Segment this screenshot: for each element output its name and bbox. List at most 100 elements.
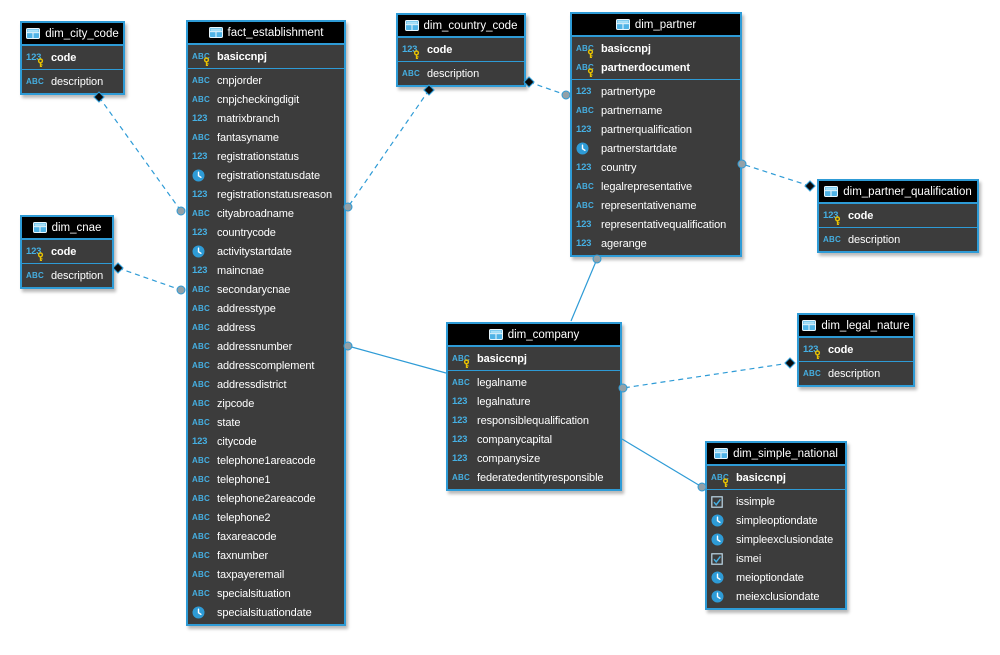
relationship-line-dim_partner-dim_country_code[interactable]: [528, 81, 567, 96]
table-header[interactable]: dim_legal_nature: [799, 315, 913, 338]
relationship-line-dim_partner-dim_partner_qualification[interactable]: [741, 163, 811, 187]
boolean-type-icon: [711, 494, 732, 509]
table-header[interactable]: dim_city_code: [22, 23, 123, 46]
field-row-meiexclusiondate[interactable]: meiexclusiondate: [707, 587, 845, 606]
field-row-simpleexclusiondate[interactable]: simpleexclusiondate: [707, 530, 845, 549]
field-row-ismei[interactable]: ismei: [707, 549, 845, 568]
field-row-registrationstatusdate[interactable]: registrationstatusdate: [188, 166, 344, 185]
numeric-type-icon: 123: [26, 244, 47, 261]
relationship-line-fact_establishment-dim_city_code[interactable]: [98, 96, 182, 212]
relationship-line-dim_company-dim_legal_nature[interactable]: [622, 362, 791, 389]
relationship-line-dim_simple_national-dim_company[interactable]: [621, 438, 703, 488]
relationship-line-fact_establishment-dim_cnae[interactable]: [117, 267, 182, 291]
relationship-line-dim_partner-dim_company[interactable]: [570, 258, 598, 322]
relationship-line-fact_establishment-dim_country_code[interactable]: [347, 89, 430, 208]
date-type-icon: [192, 244, 213, 259]
field-row-specialsituationdate[interactable]: specialsituationdate: [188, 603, 344, 622]
date-type-icon: [192, 168, 213, 183]
table-header[interactable]: dim_country_code: [398, 15, 524, 38]
table-header[interactable]: dim_partner: [572, 14, 740, 37]
relationship-line-fact_establishment-dim_company[interactable]: [347, 345, 447, 374]
field-row-meioptiondate[interactable]: meioptiondate: [707, 568, 845, 587]
field-row-simpleoptiondate[interactable]: simpleoptiondate: [707, 511, 845, 530]
field-name: description: [51, 269, 104, 282]
table-header[interactable]: dim_partner_qualification: [819, 181, 977, 204]
table-header[interactable]: dim_company: [448, 324, 620, 347]
field-row-issimple[interactable]: issimple: [707, 492, 845, 511]
table-header[interactable]: fact_establishment: [188, 22, 344, 45]
table-title: dim_partner_qualification: [843, 185, 972, 198]
table-header[interactable]: dim_simple_national: [707, 443, 845, 466]
field-row-activitystartdate[interactable]: activitystartdate: [188, 242, 344, 261]
field-row-partnerstartdate[interactable]: partnerstartdate: [572, 139, 740, 158]
table-icon: [404, 20, 419, 31]
table-header[interactable]: dim_cnae: [22, 217, 112, 240]
